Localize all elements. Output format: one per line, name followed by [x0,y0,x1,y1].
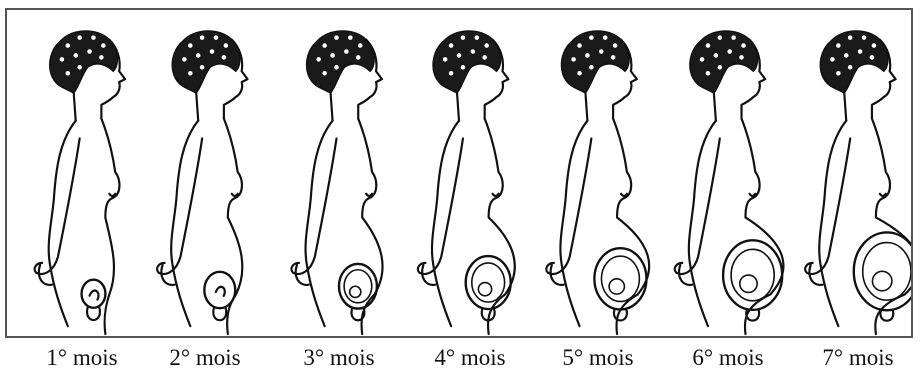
back-outline [819,121,846,326]
nape-line [844,93,846,121]
arm-outline [35,138,80,274]
womb-shape [82,280,106,308]
breast-mark [493,194,499,196]
nape-line [585,93,587,121]
figure-month-6 [675,31,784,334]
nape-line [331,93,333,121]
stage-label-2: 2° mois [145,345,265,371]
stage-label-7: 7° mois [798,345,918,371]
hair-shape [172,31,240,93]
fetus-head [872,271,891,290]
front-outline [742,119,784,334]
pelvis-lines [213,308,226,320]
stage-label-6: 6° mois [668,345,788,371]
arm-outline [805,138,850,274]
front-outline [224,119,242,334]
hair-shape [433,31,501,93]
illustration-frame [5,8,913,338]
fetus-shape [601,256,639,301]
figure-month-2 [157,31,247,334]
nape-line [714,93,716,121]
stage-labels-row: 1° mois 2° mois 3° mois 4° mois 5° mois … [0,345,920,381]
fetus-head [478,283,491,296]
hair-shape [561,31,629,93]
back-outline [171,121,198,326]
back-outline [560,121,587,326]
breast-mark [749,194,755,196]
embryo-shape [216,287,225,296]
fetus-shape [731,249,774,300]
breast-mark [366,194,372,196]
hair-shape [820,31,888,93]
stage-label-5: 5° mois [538,345,658,371]
fetus-head [740,275,757,292]
figure-month-7 [805,31,911,334]
figure-month-3 [291,31,382,334]
womb-shape [204,272,235,308]
back-outline [306,121,333,326]
stage-label-3: 3° mois [279,345,399,371]
arm-outline [675,138,720,274]
front-outline [872,119,911,334]
breast-mark [880,194,886,196]
nape-line [457,93,459,121]
fetus-head [609,279,624,294]
figure-month-5 [546,31,649,334]
pelvis-lines [87,308,100,320]
stage-label-1: 1° mois [22,345,142,371]
arm-outline [546,138,591,274]
stage-label-4: 4° mois [410,345,530,371]
hair-shape [50,31,118,93]
back-outline [689,121,716,326]
arm-outline [291,138,336,274]
back-outline [49,121,76,326]
breast-mark [621,194,627,196]
figure-month-4 [418,31,515,334]
fetus-shape [863,243,911,301]
fetus-head [350,286,361,297]
embryo-shape [90,291,99,300]
back-outline [432,121,459,326]
pregnancy-stages-illustration [7,10,911,336]
breast-mark [109,194,115,196]
nape-line [196,93,198,121]
pelvis-lines [880,310,893,320]
arm-outline [418,138,463,274]
nape-line [74,93,76,121]
hair-shape [307,31,375,93]
hair-shape [690,31,758,93]
arm-outline [157,138,202,274]
breast-mark [232,194,238,196]
womb-shape [723,240,782,310]
figure-month-1 [35,31,125,334]
